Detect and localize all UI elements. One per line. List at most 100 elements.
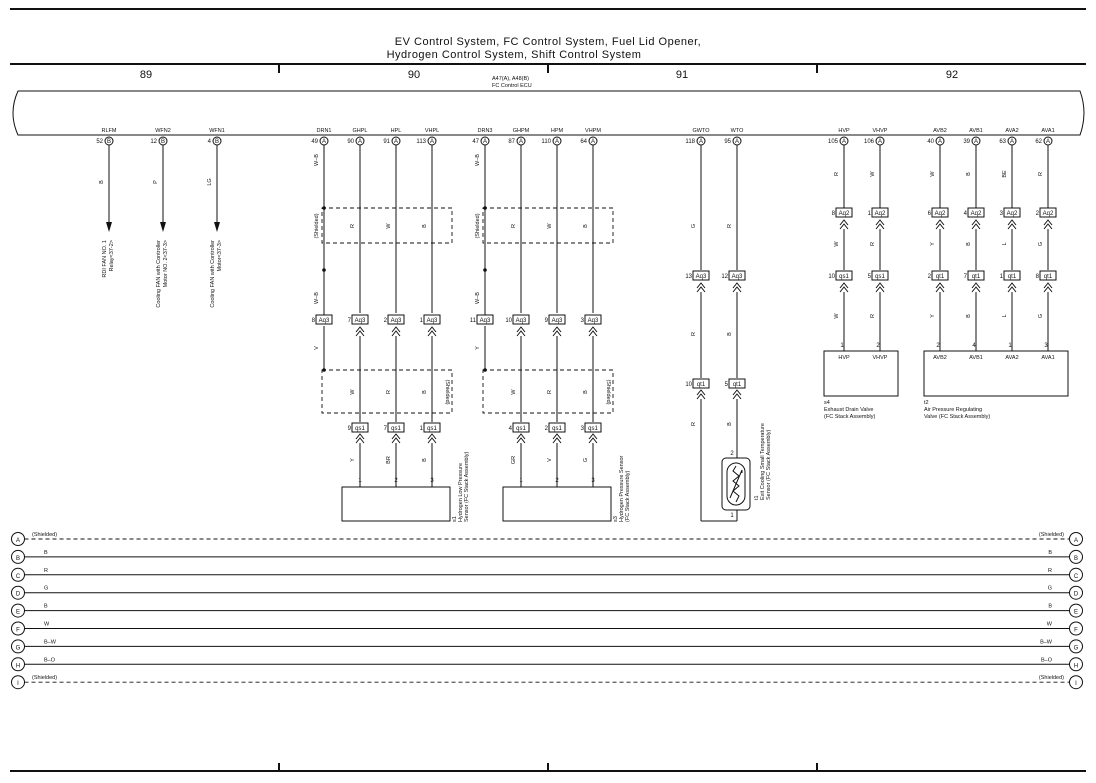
bus-terminal-letter: H xyxy=(16,663,20,669)
sensor-id: t1 xyxy=(754,495,760,500)
connector-qs1 xyxy=(351,422,369,433)
wire-color-label: R xyxy=(1038,172,1044,176)
bus-color-label: (Shielded) xyxy=(1039,532,1064,538)
wire-color-label: B xyxy=(422,458,428,462)
bus-color-label: B xyxy=(44,550,48,556)
ecu-pin-name: DRN3 xyxy=(478,128,493,134)
bus-terminal-letter: F xyxy=(1074,628,1078,634)
ecu-pin-connector-letter: A xyxy=(735,139,739,145)
ecu-pin-number: 90 xyxy=(347,139,354,145)
wire-color-label: W–B xyxy=(314,292,320,304)
sensor-pin-number: 3 xyxy=(430,478,434,484)
sensor-pin-number: 1 xyxy=(840,343,844,349)
sensor-label: (FC Stack Assembly) xyxy=(824,414,876,420)
wire-color-label: Y xyxy=(350,458,356,462)
ecu-pin-name: AVB1 xyxy=(969,128,983,134)
wire-color-label: B xyxy=(966,172,972,176)
ecu-pin-name: HPL xyxy=(391,128,402,134)
ecu-pin-number: 64 xyxy=(580,139,587,145)
connector-pin-number: 2 xyxy=(545,426,549,432)
shield-box-lower xyxy=(321,369,453,414)
wire-color-label: B xyxy=(99,180,105,184)
wire-color-label: B xyxy=(583,224,589,228)
ecu-pin-number: 40 xyxy=(927,139,934,145)
wire-color-label: BE xyxy=(1002,170,1008,178)
connector-pin-number: 7 xyxy=(384,426,388,432)
connector-label: Aq3 xyxy=(480,318,491,324)
connector-aq3 xyxy=(351,314,369,325)
sensor-label: Exhaust Drain Valve xyxy=(824,407,873,413)
connector-pin-number: 6 xyxy=(928,211,932,217)
sensor-label: Hydrogen Pressure Sensor xyxy=(619,455,625,522)
ecu-pin-connector-letter: B xyxy=(215,139,219,145)
wire-color-label: B xyxy=(422,224,428,228)
ecu-pin-number: 95 xyxy=(724,139,731,145)
connector-qt1 xyxy=(1039,270,1057,281)
connector-label: qs1 xyxy=(516,426,526,432)
ecu-pin-connector-letter: A xyxy=(842,139,846,145)
connector-label: qt1 xyxy=(1008,274,1017,280)
connector-chevron xyxy=(935,219,945,230)
connector-chevron xyxy=(1043,282,1053,293)
wire-color-label: GR xyxy=(511,456,517,464)
connector-aq3 xyxy=(512,314,530,325)
ecu-pin-connector-letter: A xyxy=(699,139,703,145)
ecu-name: FC Control ECU xyxy=(492,83,532,89)
connector-chevron xyxy=(1043,219,1053,230)
bus-terminal-letter: G xyxy=(1074,645,1079,651)
connector-chevron xyxy=(1007,219,1017,230)
ecu-pin-connector-letter: A xyxy=(394,139,398,145)
title-line-1: EV Control System, FC Control System, Fu… xyxy=(395,36,701,48)
wire-color-label: L xyxy=(1002,242,1008,245)
connector-pin-number: 1 xyxy=(1000,274,1004,280)
connector-pin-number: 8 xyxy=(832,211,836,217)
shield-box-lower xyxy=(482,369,614,414)
sensor-pin-name: VHVP xyxy=(873,355,888,361)
ecu-pin-name: AVB2 xyxy=(933,128,947,134)
wire-color-label: R xyxy=(386,390,392,394)
ecu-pin-number: 62 xyxy=(1035,139,1042,145)
wire-color-label: R xyxy=(350,224,356,228)
bus-color-label: (Shielded) xyxy=(1039,675,1064,681)
connector-label: qs1 xyxy=(875,274,885,280)
sensor-pin-number: 3 xyxy=(591,478,595,484)
wire-color-label: R xyxy=(727,224,733,228)
ecu-pin-connector-letter: B xyxy=(161,139,165,145)
ecu-pin-connector-letter: A xyxy=(1010,139,1014,145)
ecu-pin-connector-letter: A xyxy=(430,139,434,145)
connector-chevron xyxy=(732,389,742,400)
connector-label: qt1 xyxy=(972,274,981,280)
wire-color-label: B xyxy=(583,390,589,394)
ecu-pin-connector-letter: A xyxy=(322,139,326,145)
ecu-pin-connector-letter: A xyxy=(938,139,942,145)
shielded-label: (Shielded) xyxy=(605,379,611,404)
connector-qs1 xyxy=(835,270,853,281)
ecu-pin-connector-letter: A xyxy=(591,139,595,145)
sensor-id: s3 xyxy=(613,516,619,522)
connector-qt1 xyxy=(692,378,710,389)
connector-pin-number: 5 xyxy=(868,274,872,280)
wire-color-label: W–B xyxy=(314,154,320,166)
wire-color-label: LG xyxy=(207,178,213,185)
connector-label: qt1 xyxy=(1044,274,1053,280)
bus-terminal-letter: F xyxy=(16,628,20,634)
connector-aq2 xyxy=(1039,207,1057,218)
bus-terminal-letter: H xyxy=(1074,663,1078,669)
sensor-id: t2 xyxy=(924,400,929,406)
connector-label: qs1 xyxy=(839,274,849,280)
ecu-pin-name: GHPM xyxy=(513,128,530,134)
connector-aq2 xyxy=(835,207,853,218)
ecu-pin-number: 106 xyxy=(864,139,875,145)
bus-terminal-letter: G xyxy=(16,645,21,651)
wire-color-label: R xyxy=(834,172,840,176)
connector-pin-number: 4 xyxy=(964,211,968,217)
ecu-pin-number: 39 xyxy=(963,139,970,145)
ecu-pin-number: 52 xyxy=(96,139,103,145)
connector-qs1 xyxy=(548,422,566,433)
bus-color-label: B xyxy=(44,604,48,610)
sensor-label: Valve (FC Stack Assembly) xyxy=(924,414,990,420)
connector-label: Aq3 xyxy=(696,274,707,280)
ecu-pin-name: AVA1 xyxy=(1041,128,1054,134)
